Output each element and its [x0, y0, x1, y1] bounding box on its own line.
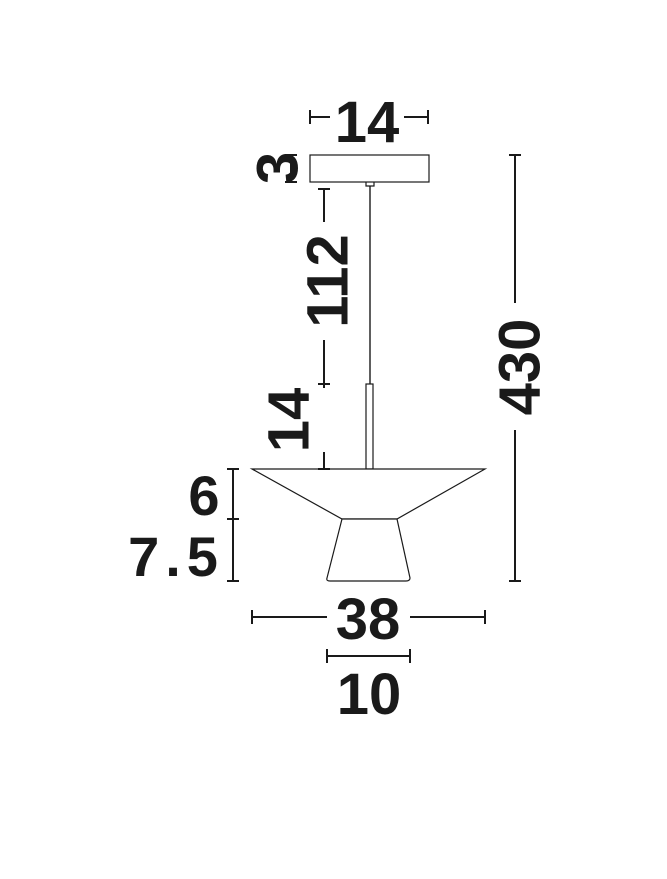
cable-length-label: 112: [295, 234, 360, 328]
lower-shade: [326, 518, 411, 582]
dimension-labels: 14 3 112 14 6 7.5 430 38 10: [128, 90, 552, 727]
lamp-outline: [249, 154, 488, 582]
shade-top-height-label: 6: [188, 464, 219, 527]
shade-bottom-height-label: 7.5: [128, 525, 224, 588]
lamp-rod: [365, 383, 374, 470]
shade-width-label: 38: [336, 587, 401, 652]
rod-length-label: 14: [256, 388, 321, 453]
canopy-width-label: 14: [335, 90, 400, 155]
dimension-lines: [227, 110, 521, 663]
upper-shade: [249, 468, 488, 520]
canopy-height-label: 3: [245, 152, 310, 184]
canopy-connector: [365, 182, 375, 187]
ceiling-canopy: [309, 154, 430, 183]
bottom-width-label: 10: [337, 662, 402, 727]
total-height-label: 430: [487, 319, 552, 416]
